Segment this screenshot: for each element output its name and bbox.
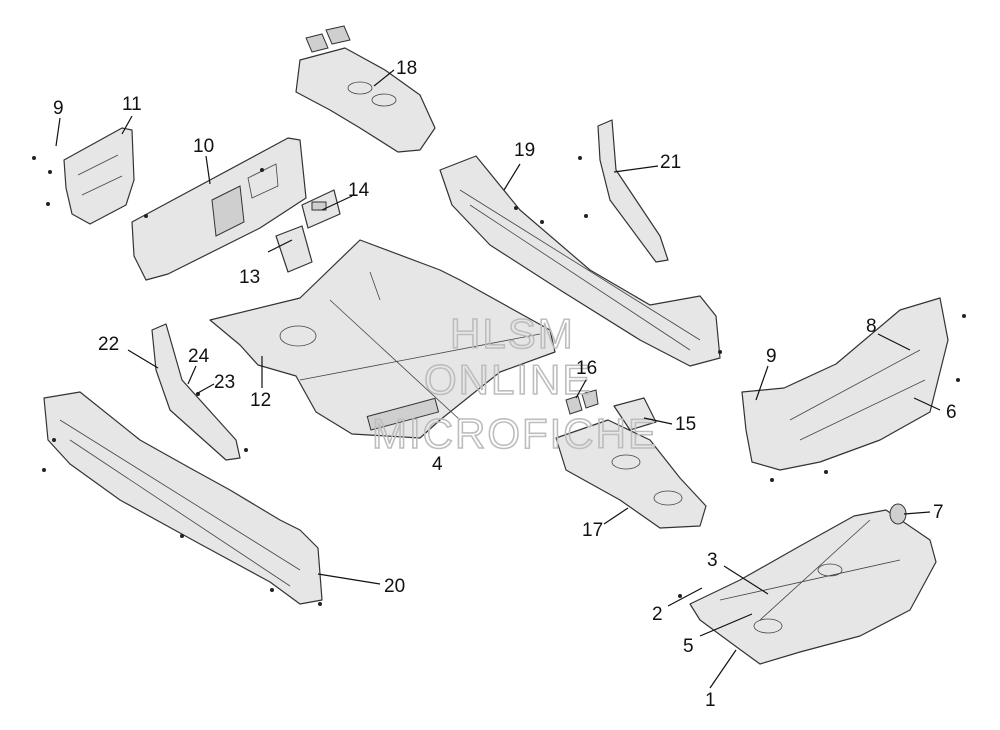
callout-2: 2 bbox=[652, 604, 663, 625]
callout-17: 17 bbox=[582, 520, 603, 541]
callout-5: 5 bbox=[683, 636, 694, 657]
callout-8: 8 bbox=[866, 316, 877, 337]
callout-15: 15 bbox=[675, 414, 696, 435]
part-19-right-rocker bbox=[439, 155, 721, 367]
callout-6: 6 bbox=[946, 402, 957, 423]
part-11-side-panel bbox=[63, 127, 135, 225]
part-16-clip bbox=[565, 389, 599, 415]
callout-16: 16 bbox=[576, 358, 597, 379]
part-15-bracket bbox=[613, 397, 657, 431]
callout-14: 14 bbox=[348, 180, 370, 201]
leader-lines bbox=[55, 69, 941, 689]
watermark-line-2: ONLINE bbox=[424, 356, 592, 403]
callout-22: 22 bbox=[98, 334, 119, 355]
part-1-floor-pan bbox=[689, 509, 937, 665]
part-21-pillar bbox=[597, 119, 669, 263]
part-17-lower-console bbox=[555, 419, 707, 529]
callout-21: 21 bbox=[660, 152, 681, 173]
callout-9-right: 9 bbox=[766, 346, 777, 367]
callout-10: 10 bbox=[193, 136, 214, 157]
part-4-floor-tub bbox=[209, 239, 556, 439]
callout-7: 7 bbox=[933, 502, 944, 523]
part-7-grommet bbox=[889, 503, 907, 525]
part-22-pillar bbox=[151, 323, 241, 461]
part-20-left-rocker bbox=[43, 391, 323, 605]
part-14-panel bbox=[301, 189, 341, 229]
callout-13: 13 bbox=[239, 267, 260, 288]
callout-23: 23 bbox=[214, 372, 235, 393]
callout-19: 19 bbox=[514, 140, 535, 161]
watermark-line-3: MICROFICHE bbox=[372, 410, 658, 457]
watermark: HLSM ONLINE MICROFICHE bbox=[371, 309, 658, 458]
part-18-upper-console bbox=[295, 25, 436, 153]
callout-3: 3 bbox=[707, 550, 718, 571]
callout-20: 20 bbox=[384, 576, 405, 597]
callout-12: 12 bbox=[250, 390, 271, 411]
callout-9-left: 9 bbox=[53, 98, 64, 119]
callout-11: 11 bbox=[122, 94, 142, 115]
part-6-bulkhead bbox=[741, 297, 949, 471]
callout-4: 4 bbox=[432, 454, 443, 475]
callout-24: 24 bbox=[188, 346, 210, 367]
callout-1: 1 bbox=[705, 690, 716, 711]
part-10-rear-panel bbox=[131, 137, 307, 281]
watermark-line-1: HLSM bbox=[450, 310, 575, 357]
part-13-panel bbox=[275, 225, 313, 273]
callouts: 1 2 3 4 5 6 7 8 9 9 10 11 12 13 14 15 16… bbox=[53, 58, 957, 711]
callout-18: 18 bbox=[396, 58, 417, 79]
fasteners bbox=[32, 156, 966, 606]
